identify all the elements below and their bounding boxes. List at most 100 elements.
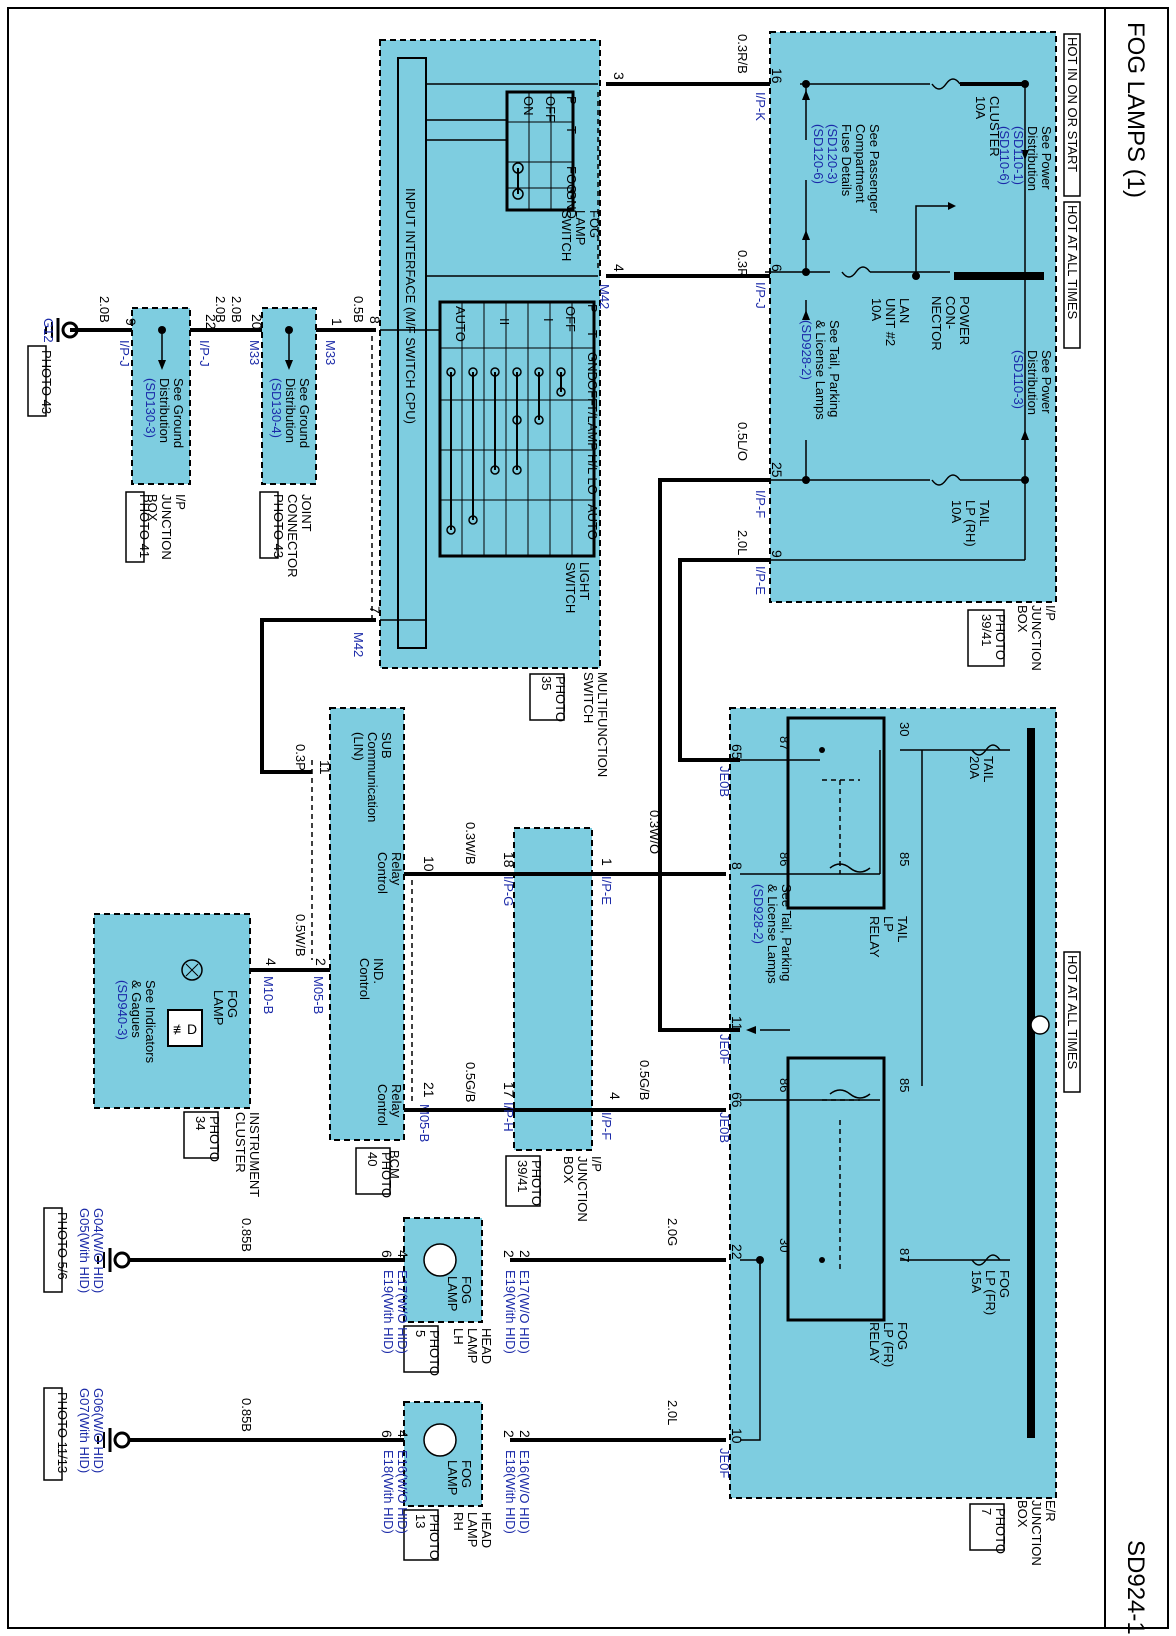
tail-relay-label2: LP (881, 916, 896, 932)
bcm-ind-ctrl-b: Control (357, 958, 372, 1000)
bcm-photo: PHOTO (379, 1152, 394, 1198)
light-row-i: I (541, 318, 556, 322)
ip-ground-ref: See Ground (171, 378, 186, 448)
ground-g12-photo: PHOTO 43 (39, 350, 54, 414)
fog-col-t: T (564, 126, 579, 134)
bcm-relay-ctrl-1: Relay (389, 852, 404, 886)
conn-je0f-b: JE0F (717, 1448, 732, 1478)
tail-relay-label: TAIL (895, 916, 910, 943)
rh-pin-2a: 2 (517, 1430, 533, 1438)
tail-rh-fuse-label: TAIL (977, 500, 992, 527)
multifunction-label2: SWITCH (581, 672, 596, 723)
wire-05gb-a: 0.5G/B (637, 1060, 652, 1100)
tail-relay-pin-86: 86 (777, 852, 792, 866)
wire-03rb: 0.3R/B (735, 34, 750, 74)
fog-indicator-icon (181, 959, 203, 981)
conn-je0b-b: JE0B (717, 1112, 732, 1143)
ip-ground-photo: PHOTO 41 (137, 494, 152, 558)
wire-05wb: 0.5W/B (293, 914, 308, 957)
fog-15a-fuse (971, 1254, 1001, 1266)
ip-ground-label2: JUNCTION (159, 494, 174, 560)
bcm-pin-10: 10 (421, 856, 437, 872)
wire-03r: 0.3R (735, 250, 750, 277)
light-col-tlamp: T/LAMP (585, 404, 600, 451)
lh-fog-label: FOG (459, 1276, 474, 1304)
multifunction-photo: PHOTO (553, 676, 568, 722)
wire-05b: 0.5B (351, 296, 366, 323)
power-dist-ref-b2: Distribution (1025, 350, 1040, 415)
fog-relay-pin-30: 30 (777, 1238, 792, 1252)
light-row-auto: AUTO (453, 306, 468, 342)
ipm-label: I/P (589, 1156, 604, 1172)
lan-fuse (841, 266, 871, 278)
joint-ref2: Distribution (283, 378, 298, 443)
wire-20b-c: 2.0B (97, 296, 112, 323)
cluster-photo-num: 34 (193, 1116, 208, 1130)
lh-label3: LH (451, 1328, 466, 1345)
ip-junction-box (769, 31, 1057, 603)
conn-m42: M42 (597, 284, 612, 309)
ground-rh-label2: G07(With HID) (77, 1388, 92, 1473)
ground-rh-photo: PHOTO 11/13 (55, 1392, 70, 1473)
fog-lamp-rh-icon (423, 1423, 457, 1457)
bcm-ind-ctrl: IND. (371, 958, 386, 984)
head-lamp-rh (403, 1401, 483, 1507)
power-dist-ref-4: (SD110-6) (997, 126, 1012, 185)
ip-box-photo-num: 39/41 (979, 614, 994, 647)
lan-fuse-label: LAN (897, 298, 912, 323)
passenger-fuse-ref: See Passenger (867, 124, 882, 214)
rh-label: HEAD (479, 1512, 494, 1548)
ip-box-label2: JUNCTION (1029, 605, 1044, 671)
rh-fog-label2: LAMP (445, 1460, 460, 1495)
passenger-fuse-ref4: (SD120-3) (825, 124, 840, 184)
conn-ip-e: I/P-E (753, 566, 768, 595)
conn-m10b: M10-B (261, 976, 276, 1014)
fog-switch-label2: LAMP (573, 210, 588, 245)
rh-pin-6: 6 (379, 1430, 395, 1438)
er-bus-bar (1027, 728, 1035, 1438)
bcm-pin-21: 21 (421, 1082, 437, 1098)
bcm-pin-11: 11 (317, 760, 333, 775)
bcm-lin: (LIN) (351, 732, 366, 761)
tail-parking-ref3: (SD928-2) (799, 320, 814, 380)
lh-pin-2b: 2 (501, 1250, 517, 1258)
fog-fuse-rating: 15A (969, 1270, 984, 1293)
bcm (329, 707, 405, 1141)
power-connector-label3: NECTOR (929, 296, 944, 351)
fog-relay-pin-85: 85 (897, 1078, 912, 1092)
conn-m05b-a: M05-B (311, 976, 326, 1014)
rh-in-conn2: E18(With HID) (503, 1450, 518, 1534)
lh-pin-6: 6 (379, 1250, 395, 1258)
rh-in-conn: E16(W/O HID) (517, 1450, 532, 1534)
lh-pin-4: 4 (395, 1250, 411, 1258)
cluster-ref3: (SD940-3) (115, 980, 130, 1040)
tail-relay-pin-85: 85 (897, 852, 912, 866)
tail-relay-pin-87: 87 (777, 736, 792, 750)
passenger-fuse-ref5: (SD120-6) (811, 124, 826, 184)
conn-ip-f: I/P-F (753, 490, 768, 518)
jc-pin-1: 1 (329, 318, 345, 326)
power-dist-ref: See Power (1039, 126, 1054, 190)
fog-lamp-glyph: ≢D (173, 1021, 197, 1037)
cluster-photo: PHOTO (207, 1116, 222, 1162)
conn-m33-a: M33 (323, 340, 338, 365)
lh-label: HEAD (479, 1328, 494, 1364)
lh-photo: PHOTO (427, 1330, 442, 1376)
er-junction-box (729, 707, 1057, 1499)
joint-connector (261, 307, 317, 485)
light-switch-table (438, 300, 596, 558)
ip-ground-ref2: Distribution (157, 378, 172, 443)
er-tail-ref: See Tail, Parking (779, 884, 794, 981)
lan-fuse-rating: 10A (869, 298, 884, 321)
fog-col-fog: FOG (564, 166, 579, 194)
conn-ip-j: I/P-J (753, 282, 768, 309)
tail-20a-fuse (971, 744, 1001, 756)
tail-fuse-rating: 20A (967, 756, 982, 779)
light-row-ii: II (497, 318, 512, 325)
light-col-t: T (585, 330, 600, 338)
joint-label2: CONNECTOR (285, 494, 300, 578)
lh-in-conn: E17(W/O HID) (517, 1270, 532, 1354)
fog-col-p: P (564, 96, 579, 105)
tail-rh-fuse-label2: LP (RH) (963, 500, 978, 547)
fog-relay-label3: RELAY (867, 1322, 882, 1364)
